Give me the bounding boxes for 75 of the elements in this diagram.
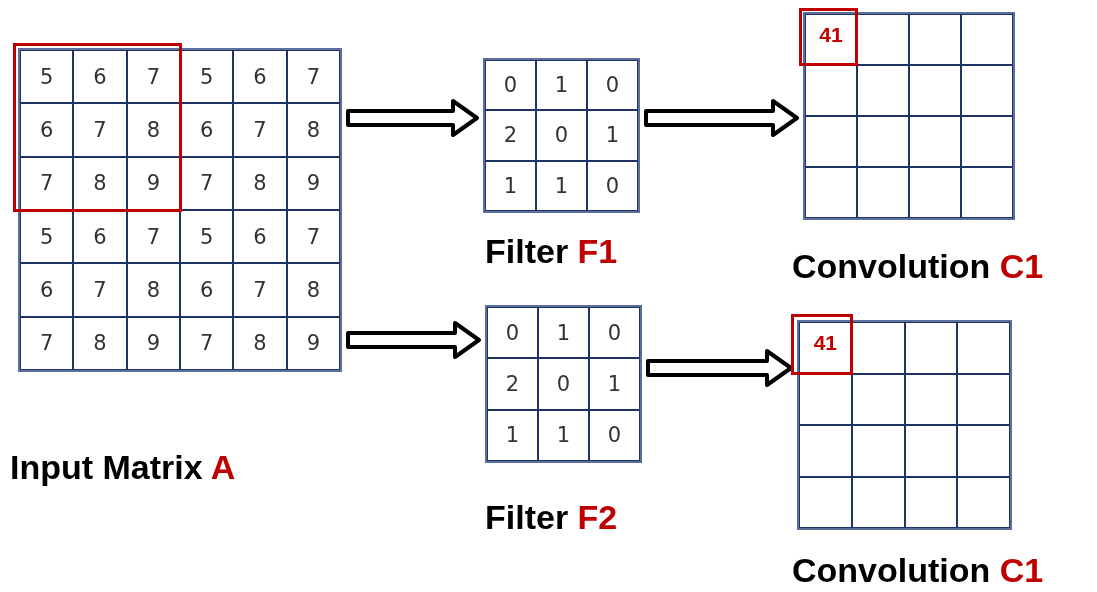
matrix-name: C1 [999, 551, 1044, 589]
matrix-cell: 7 [286, 50, 340, 104]
block-arrow [646, 349, 793, 387]
matrix-cell: 9 [286, 156, 340, 210]
matrix-cell: 2 [485, 110, 536, 161]
matrix-cell: 6 [20, 103, 74, 157]
matrix-cell: 8 [73, 156, 127, 210]
matrix-cell: 0 [587, 160, 638, 211]
matrix-cell: 0 [587, 60, 638, 111]
caption-label: Input Matrix [10, 448, 203, 486]
matrix-cell: 7 [20, 156, 74, 210]
matrix-grid [803, 12, 1015, 220]
matrix-cell: 6 [73, 210, 127, 264]
matrix-grid [485, 305, 642, 463]
matrix-name: F2 [577, 498, 618, 536]
matrix-cell: 8 [233, 316, 287, 370]
matrix-cell: 8 [126, 263, 180, 317]
matrix-cell: 7 [233, 263, 287, 317]
matrix-cell: 1 [536, 160, 587, 211]
caption-label: Convolution [792, 247, 991, 285]
caption-label: Filter [485, 498, 569, 536]
matrix-cell: 1 [589, 358, 640, 410]
matrix-cell: 41 [799, 322, 852, 374]
matrix-cell: 1 [536, 60, 587, 111]
matrix-cell: 0 [589, 307, 640, 359]
matrix-cell: 0 [485, 60, 536, 111]
matrix-cell: 0 [487, 307, 538, 359]
block-arrow [346, 321, 481, 359]
matrix-cell: 9 [126, 156, 180, 210]
matrix-cell: 7 [180, 316, 234, 370]
matrix-cell: 6 [73, 50, 127, 104]
matrix-grid [797, 320, 1012, 530]
matrix-cell: 5 [180, 210, 234, 264]
matrix-cell: 9 [126, 316, 180, 370]
matrix-cell: 6 [180, 263, 234, 317]
matrix-cell: 2 [487, 358, 538, 410]
matrix-cell: 7 [20, 316, 74, 370]
matrix-grid [483, 58, 640, 213]
block-arrow [644, 99, 799, 137]
matrix-cell: 6 [233, 210, 287, 264]
matrix-cell: 1 [538, 307, 589, 359]
caption-label: Filter [485, 232, 569, 270]
matrix-cell: 5 [20, 210, 74, 264]
matrix-cell: 7 [126, 210, 180, 264]
matrix-cell: 1 [587, 110, 638, 161]
matrix-name: A [210, 448, 236, 486]
matrix-cell: 0 [536, 110, 587, 161]
matrix-cell: 5 [20, 50, 74, 104]
matrix-name: C1 [999, 247, 1044, 285]
matrix-cell: 7 [73, 103, 127, 157]
matrix-cell: 6 [233, 50, 287, 104]
matrix-cell: 7 [126, 50, 180, 104]
matrix-name: F1 [577, 232, 618, 270]
matrix-cell: 7 [180, 156, 234, 210]
matrix-cell: 8 [233, 156, 287, 210]
block-arrow [346, 99, 479, 137]
matrix-cell: 8 [286, 263, 340, 317]
matrix-cell: 7 [73, 263, 127, 317]
matrix-cell: 8 [73, 316, 127, 370]
matrix-cell: 1 [485, 160, 536, 211]
matrix-cell: 5 [180, 50, 234, 104]
matrix-cell: 7 [286, 210, 340, 264]
matrix-cell: 7 [233, 103, 287, 157]
matrix-cell: 1 [538, 409, 589, 461]
matrix-cell: 8 [126, 103, 180, 157]
matrix-grid [18, 48, 342, 372]
matrix-cell: 0 [589, 409, 640, 461]
matrix-cell: 41 [805, 14, 857, 65]
matrix-cell: 0 [538, 358, 589, 410]
matrix-cell: 9 [286, 316, 340, 370]
matrix-cell: 6 [180, 103, 234, 157]
matrix-cell: 8 [286, 103, 340, 157]
matrix-cell: 1 [487, 409, 538, 461]
matrix-cell: 6 [20, 263, 74, 317]
caption-label: Convolution [792, 551, 991, 589]
